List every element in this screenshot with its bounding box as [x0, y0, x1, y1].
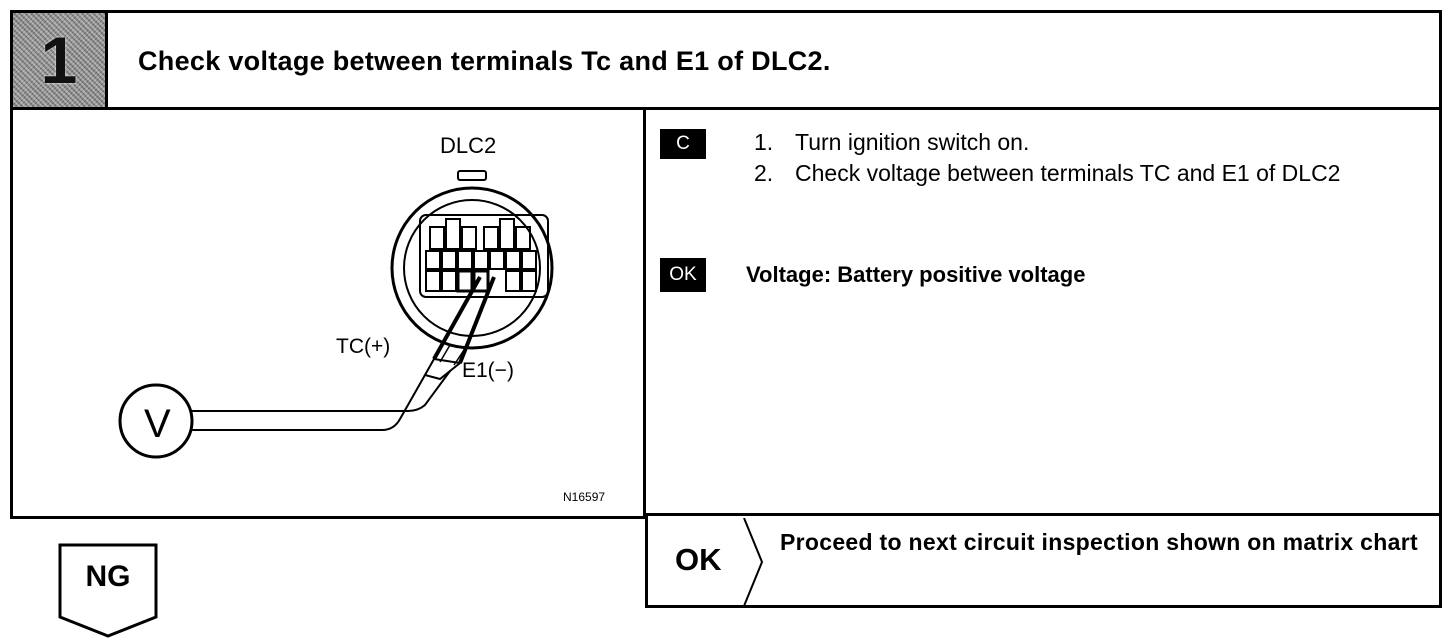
ok-result-box — [645, 516, 1442, 608]
tc-label: TC(+) — [336, 335, 390, 358]
step-title: Check voltage between terminals Tc and E… — [138, 46, 831, 76]
check-tag: C — [660, 129, 706, 159]
e1-label: E1(−) — [462, 359, 514, 382]
voltmeter — [118, 383, 194, 459]
ok-result-text: Proceed to next circuit inspection shown… — [780, 529, 1418, 555]
probe-handles — [423, 357, 463, 381]
step-number-box — [10, 10, 108, 110]
ok-tag: OK — [660, 258, 706, 292]
connector-key — [457, 170, 487, 181]
step-2-text: Check voltage between terminals TC and E… — [795, 160, 1341, 186]
connector-outer-ring — [390, 186, 554, 350]
tc-probe-tip — [432, 276, 482, 360]
step-1-number: 1. — [754, 129, 774, 155]
procedure-panel — [643, 107, 1442, 516]
ok-result-label: OK — [675, 542, 722, 577]
step-number: 1 — [40, 23, 78, 97]
step-1-text: Turn ignition switch on. — [795, 129, 1030, 155]
dlc2-connector-diagram: DLC2 TC(+) E1(−) V — [118, 133, 554, 459]
voltmeter-symbol: V — [144, 402, 171, 446]
ng-result-label: NG — [85, 560, 131, 593]
ok-chevron-divider — [743, 518, 764, 607]
ok-specification: Voltage: Battery positive voltage — [746, 262, 1086, 287]
figure-code: N16597 — [563, 490, 606, 504]
tc-lead — [192, 374, 426, 431]
e1-lead — [192, 370, 451, 412]
ng-result-shape — [58, 543, 158, 638]
terminal-grid — [425, 218, 537, 293]
step-2-number: 2. — [754, 160, 774, 186]
diagram-panel — [10, 107, 646, 519]
dlc2-label: DLC2 — [440, 133, 496, 158]
